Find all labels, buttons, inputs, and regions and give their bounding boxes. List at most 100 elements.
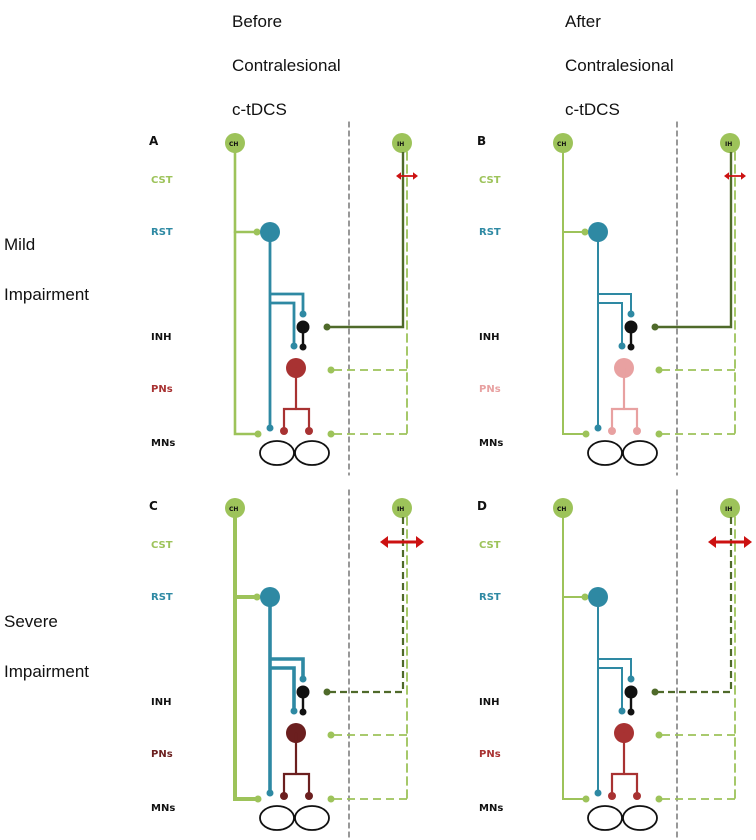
pns-label: PNs [151,384,173,395]
mn-right [622,805,658,831]
pn-branches [282,407,311,428]
rst-terminal-pn [290,342,298,350]
ih-inh-pathway [329,152,405,329]
rst-terminal-inh [627,310,635,318]
rst-terminal-inh [299,675,307,683]
mns-label: MNs [151,803,175,814]
inh-label: INH [479,697,499,708]
ih-terminal-mn [655,430,663,438]
cst-pathway [233,152,256,436]
mn-right [294,805,330,831]
ih-label: IH [397,506,404,513]
header-before-line-2: Contralesional [232,56,341,75]
ih-terminal-inh [651,688,659,696]
inh-label: INH [151,697,171,708]
arrow-head-left [380,536,388,548]
mns-label: MNs [479,438,503,449]
cst-pathway [562,517,584,800]
cst-label: CST [479,175,501,186]
rst-terminal-mn [266,789,274,797]
header-before-line-3: c-tDCS [232,100,287,119]
ih-terminal-mn [327,430,335,438]
row-label-severe: Severe Impairment [4,597,89,697]
pn-terminal-left [608,792,616,800]
rst-terminal-inh [627,675,635,683]
header-after-line-2: Contralesional [565,56,674,75]
panel-label: D [477,499,487,513]
cst-terminal-rst [581,593,589,601]
cst-terminal-rst [253,228,261,236]
ih-inh-pathway [329,517,405,694]
row-label-mild: Mild Impairment [4,220,89,320]
cst-label: CST [151,175,173,186]
pns-label: PNs [479,749,501,760]
rst-terminal-pn [618,342,626,350]
ch-circle [553,498,573,518]
row-severe-line-2: Impairment [4,662,90,681]
rst-branch-upper [598,293,632,312]
interhemispheric-arrow [708,536,752,548]
inh-terminal [299,343,307,351]
mns-label: MNs [479,803,503,814]
rst-terminal-mn [266,424,274,432]
cst-terminal-mn [254,430,262,438]
panel-label: B [477,134,486,148]
ch-circle [225,133,245,153]
mns-label: MNs [151,438,175,449]
arrow-head-right [413,172,418,180]
rst-terminal-pn [290,707,298,715]
column-header-after: After Contralesional c-tDCS [565,0,674,132]
cst-label: CST [479,540,501,551]
arrow-head-left [724,172,729,180]
cst-terminal-mn [254,795,262,803]
rst-terminal-pn [618,707,626,715]
pn-terminal-left [280,427,288,435]
header-before-line-1: Before [232,12,283,31]
interhemispheric-arrow [380,536,424,548]
pn-terminal-right [305,427,313,435]
mn-left [259,440,295,466]
rst-terminal-mn [594,424,602,432]
ih-terminal-inh [323,688,331,696]
cst-terminal-mn [582,795,590,803]
rst-terminal-mn [594,789,602,797]
ih-terminal-inh [323,323,331,331]
arrow-head-left [396,172,401,180]
rst-branch-lower [598,667,623,708]
arrow-head-left [708,536,716,548]
ih-label: IH [725,141,732,148]
pn-terminal-right [633,427,641,435]
ih-inh-pathway [657,517,733,694]
mn-right [294,440,330,466]
ih-node: IH [720,498,740,518]
row-mild-line-2: Impairment [4,285,90,304]
ih-node: IH [720,133,740,153]
row-severe-line-1: Severe [4,612,58,631]
ih-terminal-pn [655,731,663,739]
interhemispheric-arrow [396,172,418,180]
panel-label: A [149,134,159,148]
inh-terminal [627,343,635,351]
cst-terminal-rst [253,593,261,601]
ih-label: IH [725,506,732,513]
pn-branches [282,772,311,793]
rst-branch-upper [270,657,305,677]
ih-terminal-mn [655,795,663,803]
pn-branches [610,407,639,428]
mn-left [259,805,295,831]
ih-label: IH [397,141,404,148]
inh-label: INH [479,332,499,343]
ih-circle [392,498,412,518]
cst-label: CST [151,540,173,551]
ih-node: IH [392,498,412,518]
ih-terminal-pn [327,366,335,374]
rst-label: RST [151,227,173,238]
ih-circle [720,133,740,153]
rst-label: RST [479,227,501,238]
arrow-head-right [744,536,752,548]
ch-label: CH [557,141,566,148]
rst-branch-upper [598,658,632,677]
rst-label: RST [479,592,501,603]
pn-terminal-right [633,792,641,800]
